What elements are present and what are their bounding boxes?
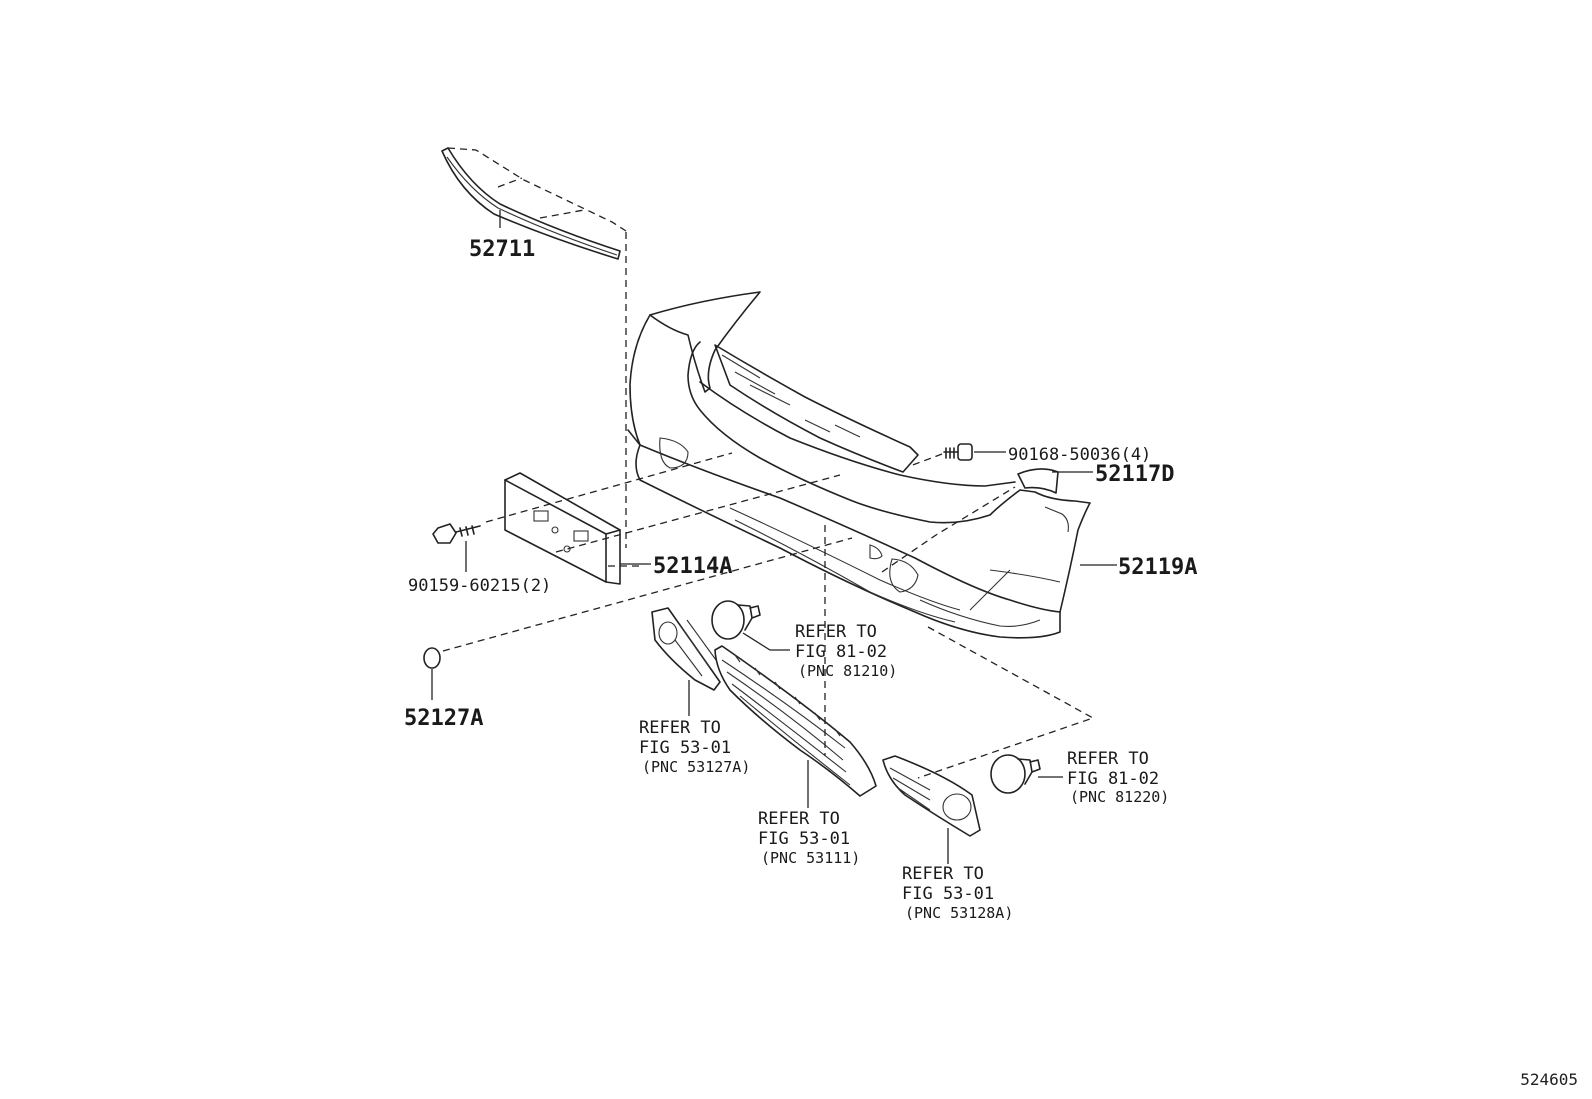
ref-fog-lamp-left: REFER TO FIG 81-02 (PNC 81210) (795, 622, 897, 680)
ref-line1: REFER TO (758, 809, 840, 829)
leader-lines (431, 210, 1117, 864)
ref-line1: REFER TO (639, 718, 721, 738)
license-bracket-part[interactable] (504, 472, 621, 585)
ref-line2: FIG 81-02 (795, 642, 887, 662)
molding-dash-lines (447, 147, 627, 548)
ref-line1: REFER TO (795, 622, 877, 642)
assembly-dash-lines (442, 452, 1095, 779)
label-52114a: 52114A (653, 554, 732, 579)
ref-line3: (PNC 81210) (798, 662, 897, 680)
ref-line2: FIG 53-01 (902, 884, 994, 904)
figure-number: 524605 (1520, 1070, 1578, 1089)
ref-line3: (PNC 53127A) (642, 758, 750, 776)
ref-line3: (PNC 53128A) (905, 904, 1013, 922)
ref-grille-lower: REFER TO FIG 53-01 (PNC 53111) (758, 809, 860, 867)
bumper-cover-part[interactable] (627, 291, 1091, 639)
left-bezel-part[interactable] (651, 607, 721, 691)
ref-cover-right: REFER TO FIG 53-01 (PNC 53128A) (902, 864, 1013, 922)
ref-line2: FIG 53-01 (639, 738, 731, 758)
label-52711: 52711 (469, 237, 535, 262)
right-fog-lamp-part[interactable] (990, 754, 1041, 794)
lower-grille-part[interactable] (714, 645, 877, 797)
ref-line2: FIG 81-02 (1067, 769, 1159, 789)
ref-fog-lamp-right: REFER TO FIG 81-02 (PNC 81220) (1067, 749, 1169, 806)
upper-bolt-part[interactable] (943, 443, 973, 461)
ref-line3: (PNC 81220) (1070, 788, 1169, 806)
upper-molding-part[interactable] (441, 147, 621, 260)
label-90159-60215: 90159-60215(2) (408, 576, 551, 596)
ref-line1: REFER TO (902, 864, 984, 884)
left-fog-lamp-part[interactable] (711, 600, 761, 640)
bolt-dash-line (909, 453, 943, 467)
side-piece-part[interactable] (1017, 468, 1059, 494)
bracket-bolt-part[interactable] (432, 523, 481, 544)
right-bezel-part[interactable] (882, 755, 981, 837)
ref-line3: (PNC 53111) (761, 849, 860, 867)
label-52117d: 52117D (1095, 462, 1174, 487)
label-52119a: 52119A (1118, 555, 1197, 580)
ref-line1: REFER TO (1067, 749, 1149, 769)
label-90168-50036: 90168-50036(4) (1008, 445, 1151, 465)
ref-cover-left: REFER TO FIG 53-01 (PNC 53127A) (639, 718, 750, 776)
cap-part[interactable] (423, 647, 441, 669)
label-52127a: 52127A (404, 706, 483, 731)
ref-line2: FIG 53-01 (758, 829, 850, 849)
